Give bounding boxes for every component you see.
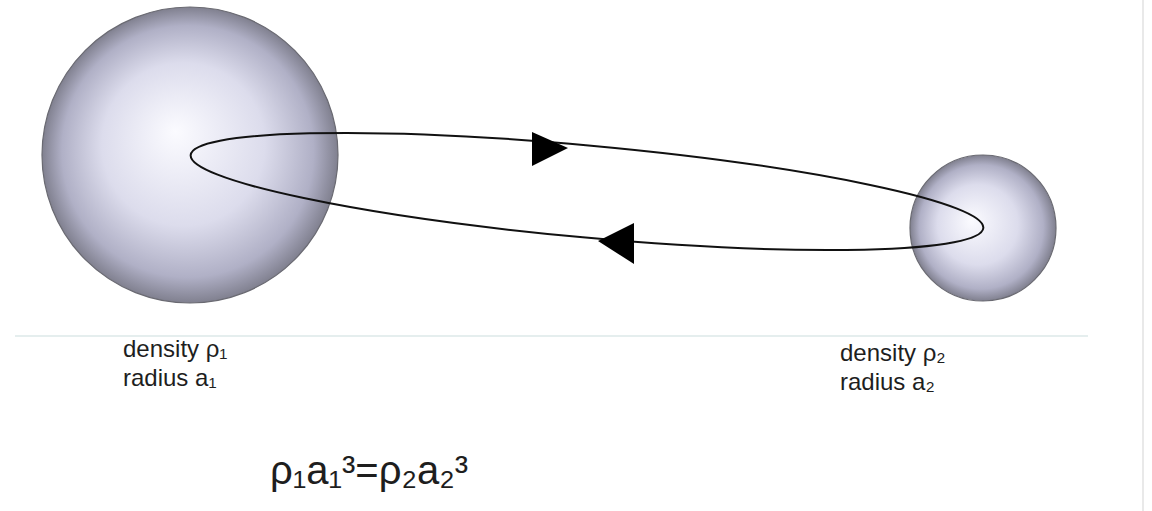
sphere-label: density ρ₁ <box>123 335 227 364</box>
formula-label: ρ₁a₁³=ρ₂a₂³ <box>270 446 468 494</box>
edge-rule <box>1142 0 1144 511</box>
orbit-path <box>186 109 987 274</box>
sphere-label: density ρ₂ <box>840 339 946 368</box>
sphere-label: radius a₂ <box>840 368 935 397</box>
orbit-arrow <box>532 132 568 166</box>
sphere-label: radius a₁ <box>123 364 216 393</box>
orbit-arrow <box>598 223 634 264</box>
